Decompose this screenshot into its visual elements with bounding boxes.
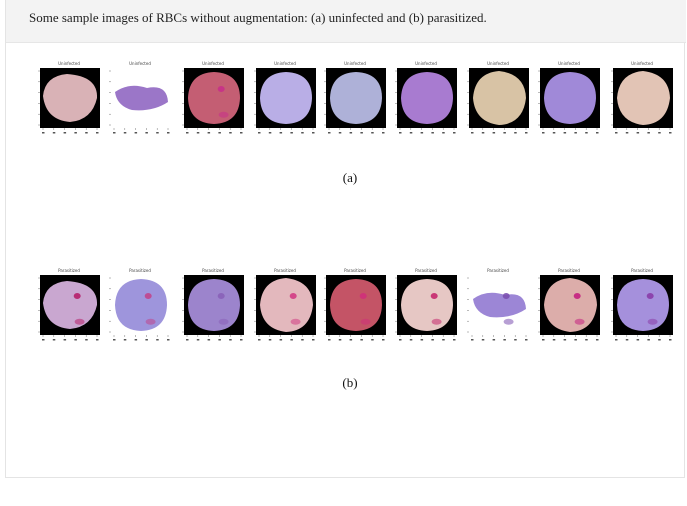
parasitized-cell-image: Parasitized: [252, 265, 318, 347]
uninfected-cell-image: Uninfected: [536, 58, 602, 140]
uninfected-cell-image: Uninfected: [609, 58, 675, 140]
parasitized-cell-image: Parasitized: [180, 265, 246, 347]
uninfected-cell-image: Uninfected: [393, 58, 459, 140]
tile-title: Parasitized: [58, 268, 80, 273]
tile-title: Uninfected: [202, 61, 224, 66]
tile-title: Uninfected: [129, 61, 151, 66]
parasitized-cell-image: Parasitized: [536, 265, 602, 347]
parasitized-cell-image: Parasitized: [36, 265, 102, 347]
tile-title: Parasitized: [129, 268, 151, 273]
tile-title: Uninfected: [558, 61, 580, 66]
tile-title: Parasitized: [344, 268, 366, 273]
tile-title: Uninfected: [631, 61, 653, 66]
uninfected-cell-image: Uninfected: [36, 58, 102, 140]
uninfected-cell-image: Uninfected: [107, 58, 173, 140]
parasitized-cell-image: Parasitized: [609, 265, 675, 347]
parasitized-cell-image: Parasitized: [322, 265, 388, 347]
tile-title: Uninfected: [58, 61, 80, 66]
uninfected-cell-image: Uninfected: [322, 58, 388, 140]
tile-title: Uninfected: [344, 61, 366, 66]
uninfected-cell-image: Uninfected: [465, 58, 531, 140]
tile-title: Parasitized: [631, 268, 653, 273]
parasitized-cell-image: Parasitized: [393, 265, 459, 347]
panel-a-label: (a): [342, 170, 358, 185]
tile-title: Parasitized: [487, 268, 509, 273]
tile-title: Parasitized: [202, 268, 224, 273]
tile-title: Parasitized: [274, 268, 296, 273]
parasitized-cell-image: Parasitized: [465, 265, 531, 347]
tile-title: Uninfected: [274, 61, 296, 66]
parasitized-cell-image: Parasitized: [107, 265, 173, 347]
tile-title: Parasitized: [558, 268, 580, 273]
tile-title: Uninfected: [415, 61, 437, 66]
tile-title: Uninfected: [487, 61, 509, 66]
panel-b-label: (b): [342, 375, 358, 390]
uninfected-cell-image: Uninfected: [180, 58, 246, 140]
tile-title: Parasitized: [415, 268, 437, 273]
figure-caption: Some sample images of RBCs without augme…: [29, 10, 487, 25]
uninfected-cell-image: Uninfected: [252, 58, 318, 140]
caption-bar: Some sample images of RBCs without augme…: [6, 0, 686, 43]
